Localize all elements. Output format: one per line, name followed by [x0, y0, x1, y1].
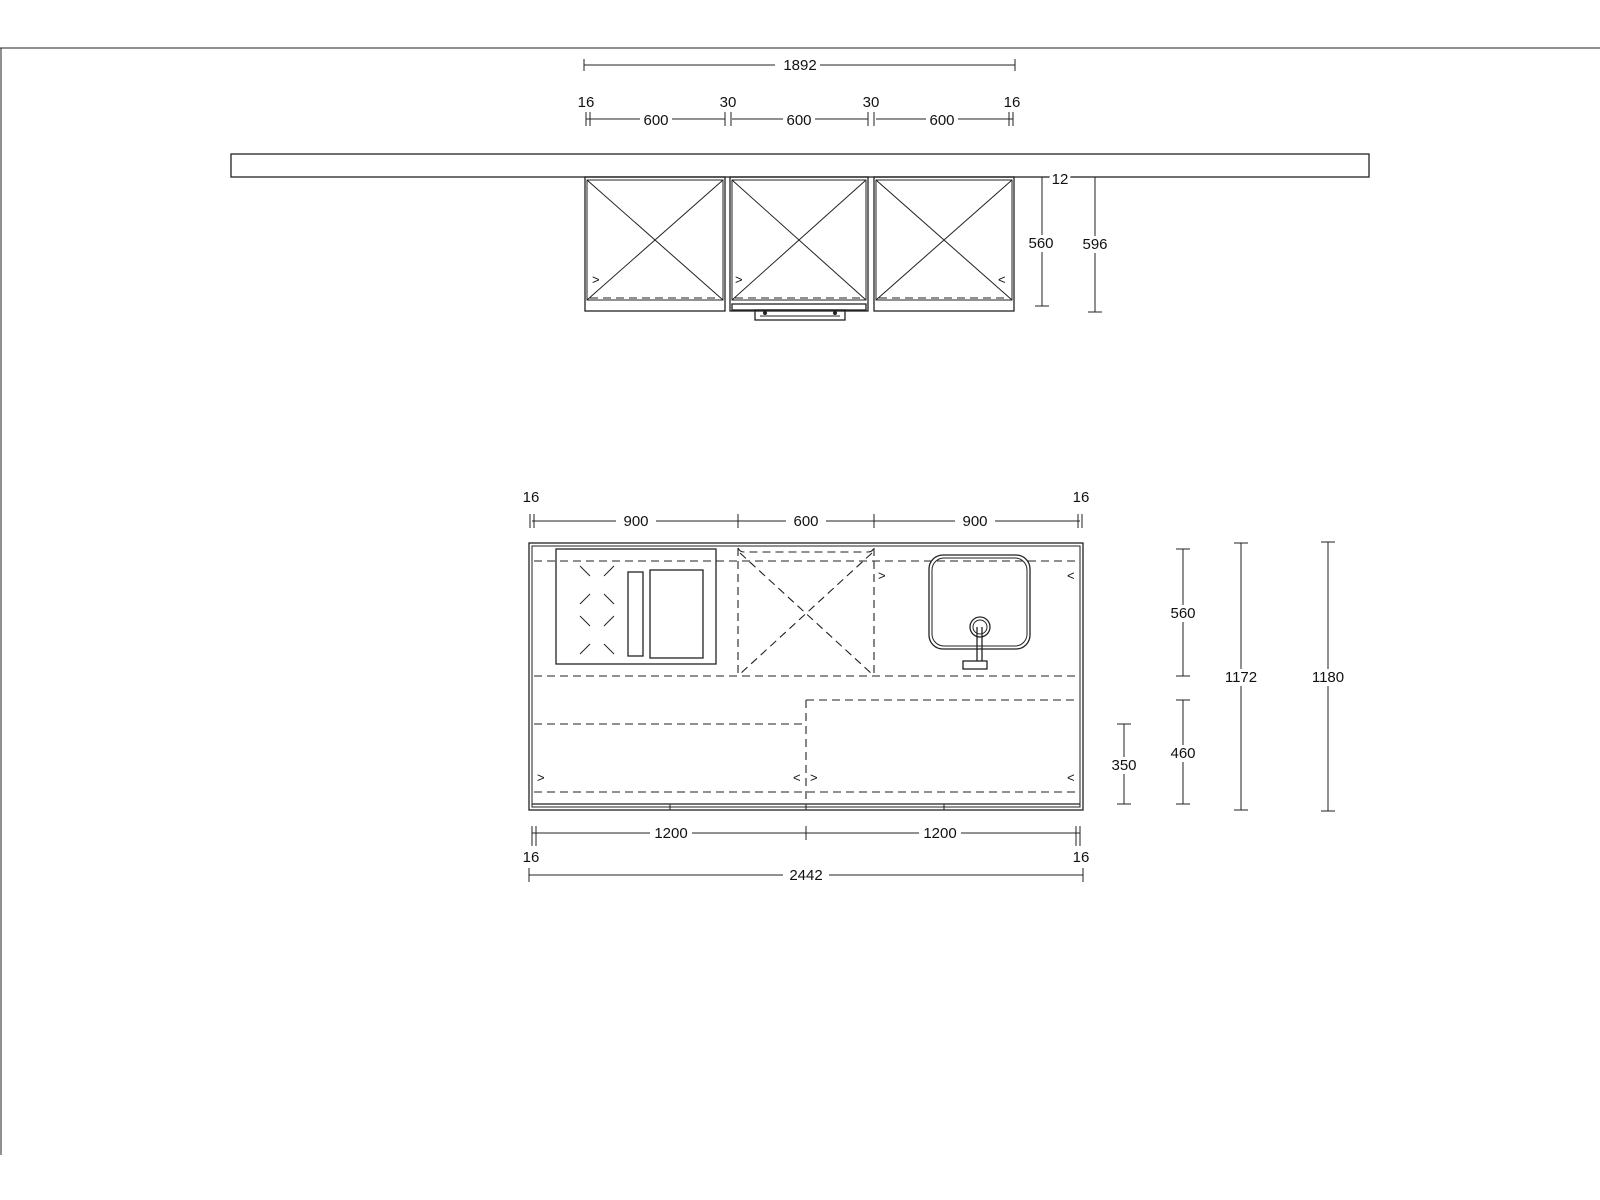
dim-upper-gap-mid-2: 30 — [863, 94, 880, 111]
dim-plan-gap-bottom-right: 16 — [1073, 849, 1090, 866]
wall-cabinet-3: < — [873, 176, 1015, 312]
label-backing — [787, 867, 825, 884]
dim-plan-upper-depth: 560 — [1170, 605, 1195, 622]
label-backing — [652, 825, 690, 842]
label-backing — [1026, 235, 1056, 252]
dim-plan-lower-left-depth: 350 — [1111, 757, 1136, 774]
label-backing — [1168, 605, 1198, 622]
label-backing — [1168, 745, 1198, 762]
dim-plan-bottom: 1200 1200 16 16 2442 — [520, 825, 1092, 884]
label-backing — [960, 513, 990, 530]
label-backing — [927, 112, 957, 129]
dim-upper-gap-left: 16 — [578, 94, 595, 111]
dim-upper-heights: 12 560 596 — [1026, 171, 1110, 313]
shelf-board — [230, 153, 1370, 178]
label-backing — [520, 849, 542, 866]
label-backing — [1080, 236, 1110, 253]
page-frame — [0, 47, 1600, 1155]
cooktop — [555, 548, 717, 665]
dim-upper-cab-height: 560 — [1028, 235, 1053, 252]
wall-cabinet-1: > — [584, 176, 726, 312]
dim-plan-inner-depth: 1172 — [1225, 669, 1257, 686]
dim-plan-bottom-1: 1200 — [654, 825, 687, 842]
opening-mark-cab-2: > — [735, 272, 743, 287]
plan-lower-cabinets: > < > < — [534, 699, 1078, 804]
label-backing — [717, 94, 739, 111]
label-backing — [921, 825, 959, 842]
label-backing — [621, 513, 651, 530]
label-backing — [781, 57, 819, 74]
sink: < — [928, 554, 1075, 670]
cooktop-control-strip — [627, 571, 644, 657]
label-backing — [1109, 757, 1139, 774]
dim-upper-gap-right: 16 — [1004, 94, 1021, 111]
wall-cabinet-2: > — [729, 176, 869, 312]
dim-plan-total-depth: 1180 — [1312, 669, 1344, 686]
extractor-hood — [731, 303, 867, 321]
opening-mark-right-cab: < — [1067, 568, 1075, 583]
label-backing — [1222, 669, 1260, 686]
dim-upper-gap-mid-1: 30 — [720, 94, 737, 111]
opening-mark-lower-right: < — [1067, 770, 1075, 785]
faucet-icon — [969, 616, 991, 638]
label-backing — [784, 112, 814, 129]
label-backing — [575, 94, 597, 111]
dim-upper-cab-2: 600 — [786, 112, 811, 129]
opening-mark-lower-center-right: > — [810, 770, 818, 785]
dim-upper-overall: 1892 — [583, 57, 1016, 74]
plan-mid-cabinet: > — [737, 547, 886, 676]
dim-plan-bottom-2: 1200 — [923, 825, 956, 842]
dim-plan-top-1: 900 — [623, 513, 648, 530]
dim-plan-top-2: 600 — [793, 513, 818, 530]
label-backing — [1070, 489, 1092, 506]
label-backing — [1309, 669, 1347, 686]
burner-icon — [579, 565, 615, 655]
label-backing — [791, 513, 821, 530]
opening-mark-lower-left: > — [537, 770, 545, 785]
label-backing — [641, 112, 671, 129]
dim-plan-overall: 2442 — [789, 867, 822, 884]
label-backing — [860, 94, 882, 111]
dim-plan-lower-depth: 460 — [1170, 745, 1195, 762]
dim-upper-cab-3: 600 — [929, 112, 954, 129]
dim-plan-gap-bottom-left: 16 — [523, 849, 540, 866]
dim-upper-thickness: 12 — [1052, 171, 1069, 188]
dim-upper-cab-1: 600 — [643, 112, 668, 129]
dim-upper-total-height: 596 — [1082, 236, 1107, 253]
plan-view: 16 16 900 600 900 — [520, 489, 1347, 884]
dim-plan-top: 16 16 900 600 900 — [520, 489, 1092, 530]
dim-upper-overall-label: 1892 — [783, 57, 816, 74]
upper-elevation: 1892 16 30 30 16 600 600 600 — [230, 57, 1370, 321]
opening-mark-cab-1: > — [592, 272, 600, 287]
cooktop-plate — [649, 569, 704, 659]
dim-plan-top-3: 900 — [962, 513, 987, 530]
label-backing — [1049, 171, 1071, 188]
opening-mark-mid-cab: > — [878, 568, 886, 583]
label-backing — [1001, 94, 1023, 111]
dim-upper-segments: 16 30 30 16 600 600 600 — [575, 94, 1023, 129]
dim-plan-gap-top-right: 16 — [1073, 489, 1090, 506]
opening-mark-lower-center-left: < — [793, 770, 801, 785]
dim-plan-gap-top-left: 16 — [523, 489, 540, 506]
dim-plan-depths: 560 460 350 1172 1180 — [1109, 541, 1347, 812]
label-backing — [520, 489, 542, 506]
label-backing — [1070, 849, 1092, 866]
opening-mark-cab-3: < — [998, 272, 1006, 287]
